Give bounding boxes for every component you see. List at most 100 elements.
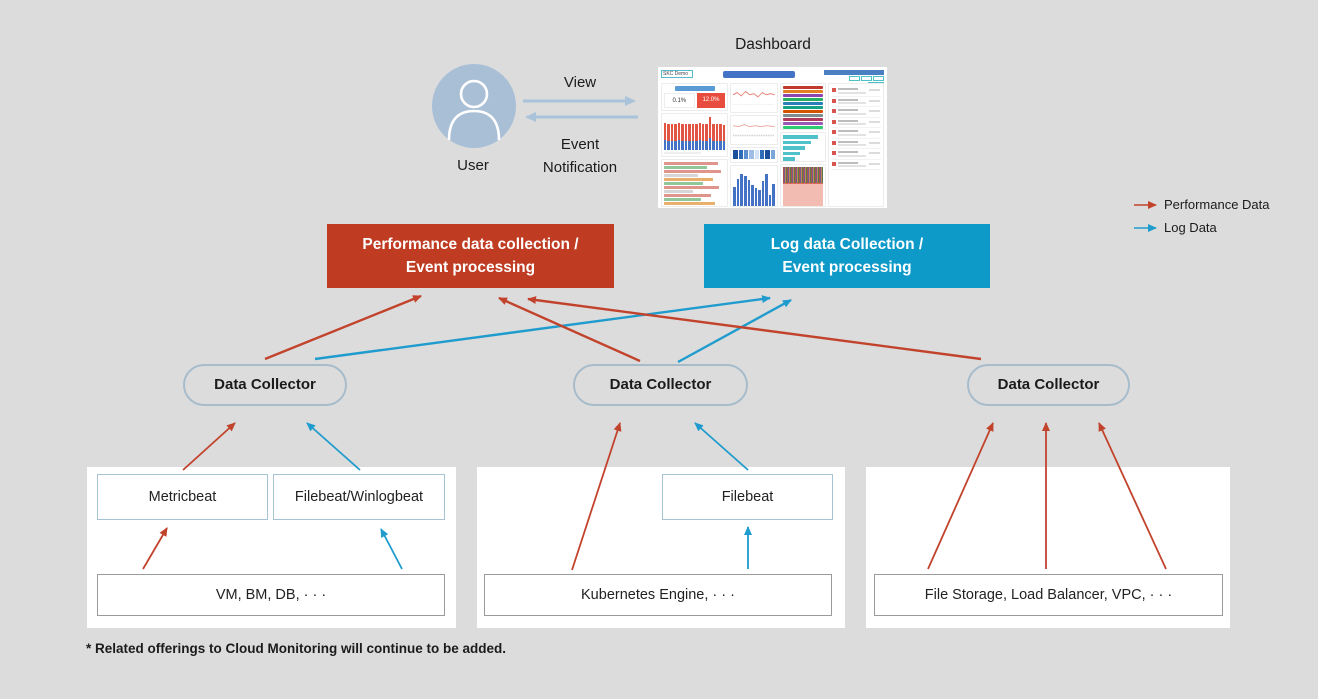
alert-icon [831,151,836,155]
alert-time [869,120,881,123]
mini-bar-blue [681,140,684,150]
line-chart-card-1 [730,83,779,113]
mini-stripe [783,90,823,93]
mini-stacked-bar [681,124,684,150]
source-box-vm-bm-db: VM, BM, DB, · · · [97,574,445,616]
mini-bar-red [677,123,681,141]
alert-row [830,97,882,107]
mini-blue-bar [740,173,743,206]
dashboard-title: Dashboard [735,36,811,53]
mini-stripe [783,106,823,109]
mini-bar-red [667,124,670,141]
mini-bar-red [705,123,708,141]
teal-hbar-chart [783,135,823,161]
dashboard-col-1: 0.1% 12.0% [661,83,729,207]
alert-time [869,131,881,133]
mini-bar-red [691,123,695,141]
mini-blue-bar [765,173,768,206]
mini-stacked-bar [719,124,722,150]
mini-stripe [783,98,823,101]
mini-stacked-bar [712,124,715,150]
mini-bar-red [719,124,722,141]
mini-bar-blue [719,140,722,150]
alert-row [830,149,882,160]
mini-stacked-bar [701,124,705,150]
stripe-chart [783,86,823,129]
mini-teal-bar [783,151,800,155]
alert-row [830,107,882,118]
alert-line1 [837,130,859,132]
dashboard-mini-topstrip [824,70,884,75]
mini-bar-blue [695,140,698,150]
mini-bar-blue [705,140,708,150]
mini-stacked-bar [705,123,708,150]
alert-time [869,110,881,112]
area-chart-card [780,164,826,207]
mini-bar-blue [708,138,712,150]
mini-heat-cell [743,150,749,159]
agent-box-metricbeat: Metricbeat [97,474,268,520]
mini-blue-bar [772,183,776,206]
mini-heat-cell [765,150,770,159]
alert-icon [831,88,836,92]
stat-tiles: 0.1% 12.0% [664,93,726,108]
mini-bar-red [670,123,674,141]
mini-blue-bar [751,185,754,206]
view-label: View [563,74,597,91]
person-silhouette-icon [447,79,501,141]
mini-log-line [664,190,693,193]
stripe-chart-card [780,83,826,130]
alert-icon [831,109,836,113]
area-chart [783,167,823,206]
mini-teal-bar [783,135,818,139]
mini-bar-blue [712,140,715,150]
arrow-log [677,298,792,364]
dashboard-mini-chip [849,76,860,81]
data-collector-1: Data Collector [183,364,347,406]
alert-body [837,109,867,115]
alert-row [830,160,882,170]
mini-bar-blue [701,140,705,150]
mini-log-line [664,202,716,205]
heatmap-card [730,147,779,163]
mini-bar-blue [688,140,691,150]
alert-line2 [837,123,866,125]
dashboard-mini-title-bar [722,71,795,78]
mini-bar-red [664,123,667,141]
data-collector-2: Data Collector [573,364,748,406]
alert-body [837,140,867,146]
alert-line2 [837,165,866,167]
arrow-performance [498,296,641,363]
log-lines [664,162,725,206]
alert-list-card [827,83,885,207]
mini-teal-bar [783,157,795,161]
mini-blue-bar [733,187,736,206]
alert-icon [831,140,836,145]
arrow-performance [264,294,422,361]
mini-log-line [664,166,707,169]
mini-teal-bar [783,146,806,150]
mini-log-line [664,178,714,181]
area-chart-noise [783,167,823,183]
dashboard-col-4 [827,83,885,207]
alert-time [869,141,881,144]
alert-line2 [837,133,866,136]
alert-line2 [837,102,866,104]
alert-row [830,86,882,97]
stat-card-button [674,86,715,91]
mini-bar-red [695,124,698,141]
blue-bar-chart [733,168,776,206]
mini-stacked-bar [670,123,674,150]
mini-bar-blue [674,140,677,150]
mini-bar-red [681,124,684,141]
alert-body [837,130,867,136]
source-box-kubernetes: Kubernetes Engine, · · · [484,574,832,616]
mini-stacked-bar [664,123,667,150]
mini-log-line [664,162,718,165]
mini-stacked-bar [698,123,701,150]
alert-icon [831,161,836,166]
line-chart-1 [733,90,776,105]
mini-bar-red [708,117,712,139]
mini-log-line [664,170,721,173]
alert-row [830,139,882,149]
